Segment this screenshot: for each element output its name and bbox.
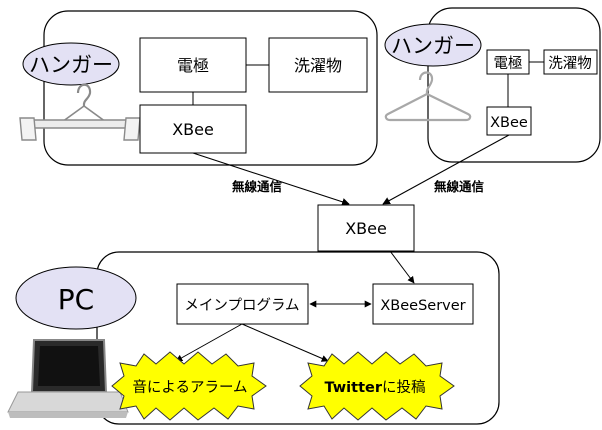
main-to-alarm-arrow xyxy=(175,323,243,362)
hanger-2-laundry-label: 洗濯物 xyxy=(548,55,592,72)
xbee-server-box xyxy=(372,283,474,325)
pc-badge xyxy=(15,266,137,330)
hanger-1-badge-label: ハンガー xyxy=(29,53,113,77)
hanger-1-laundry-label: 洗濯物 xyxy=(294,56,342,75)
twitter-post-label-brand: Twitter xyxy=(324,380,382,396)
hanger-2-xbee-box xyxy=(486,106,532,136)
sound-alarm-burst xyxy=(111,351,267,421)
wireless-link-left xyxy=(192,152,350,206)
hanger-1-badge xyxy=(22,42,120,86)
clip-hanger-icon xyxy=(19,83,141,141)
pc-badge-label: PC xyxy=(58,283,94,316)
hub-to-server-arrow xyxy=(389,250,415,284)
hanger-1-laundry-box xyxy=(268,37,368,93)
hanger-1-electrode-label: 電極 xyxy=(177,56,209,75)
xbee-server-label: XBeeServer xyxy=(380,298,465,314)
sound-alarm-label: 音によるアラーム xyxy=(132,379,247,396)
hanger-2-badge-label: ハンガー xyxy=(391,34,475,58)
hanger-2-badge xyxy=(384,23,482,67)
wireless-label-right: 無線通信 xyxy=(434,179,485,194)
main-program-box xyxy=(176,283,309,325)
hub-xbee-label: XBee xyxy=(345,219,387,238)
pc-group: PC メインプログラム XBeeServer 音によるアラーム Twitterに… xyxy=(7,204,500,425)
main-to-twitter-arrow xyxy=(241,323,329,362)
main-program-label: メインプログラム xyxy=(184,297,299,314)
hanger-2-laundry-box xyxy=(543,49,598,75)
hanger-1-xbee-box xyxy=(139,104,247,154)
twitter-post-burst xyxy=(299,351,455,421)
twitter-post-label: Twitterに投稿 xyxy=(324,379,425,396)
hanger-2-xbee-label: XBee xyxy=(490,115,528,131)
hanger-group-1: ハンガー 電極 洗濯物 XBee xyxy=(19,10,378,166)
twitter-post-label-action: に投稿 xyxy=(382,379,426,396)
hanger-group-2: ハンガー 電極 洗濯物 XBee xyxy=(384,7,601,163)
wire-hanger-icon xyxy=(384,71,472,122)
wireless-link-right xyxy=(382,134,510,205)
laptop-icon xyxy=(7,339,129,418)
wireless-label-left: 無線通信 xyxy=(232,179,283,194)
hanger-2-electrode-label: 電極 xyxy=(494,55,523,72)
hanger-1-xbee-label: XBee xyxy=(172,120,214,139)
hanger-1-electrode-box xyxy=(139,37,247,93)
